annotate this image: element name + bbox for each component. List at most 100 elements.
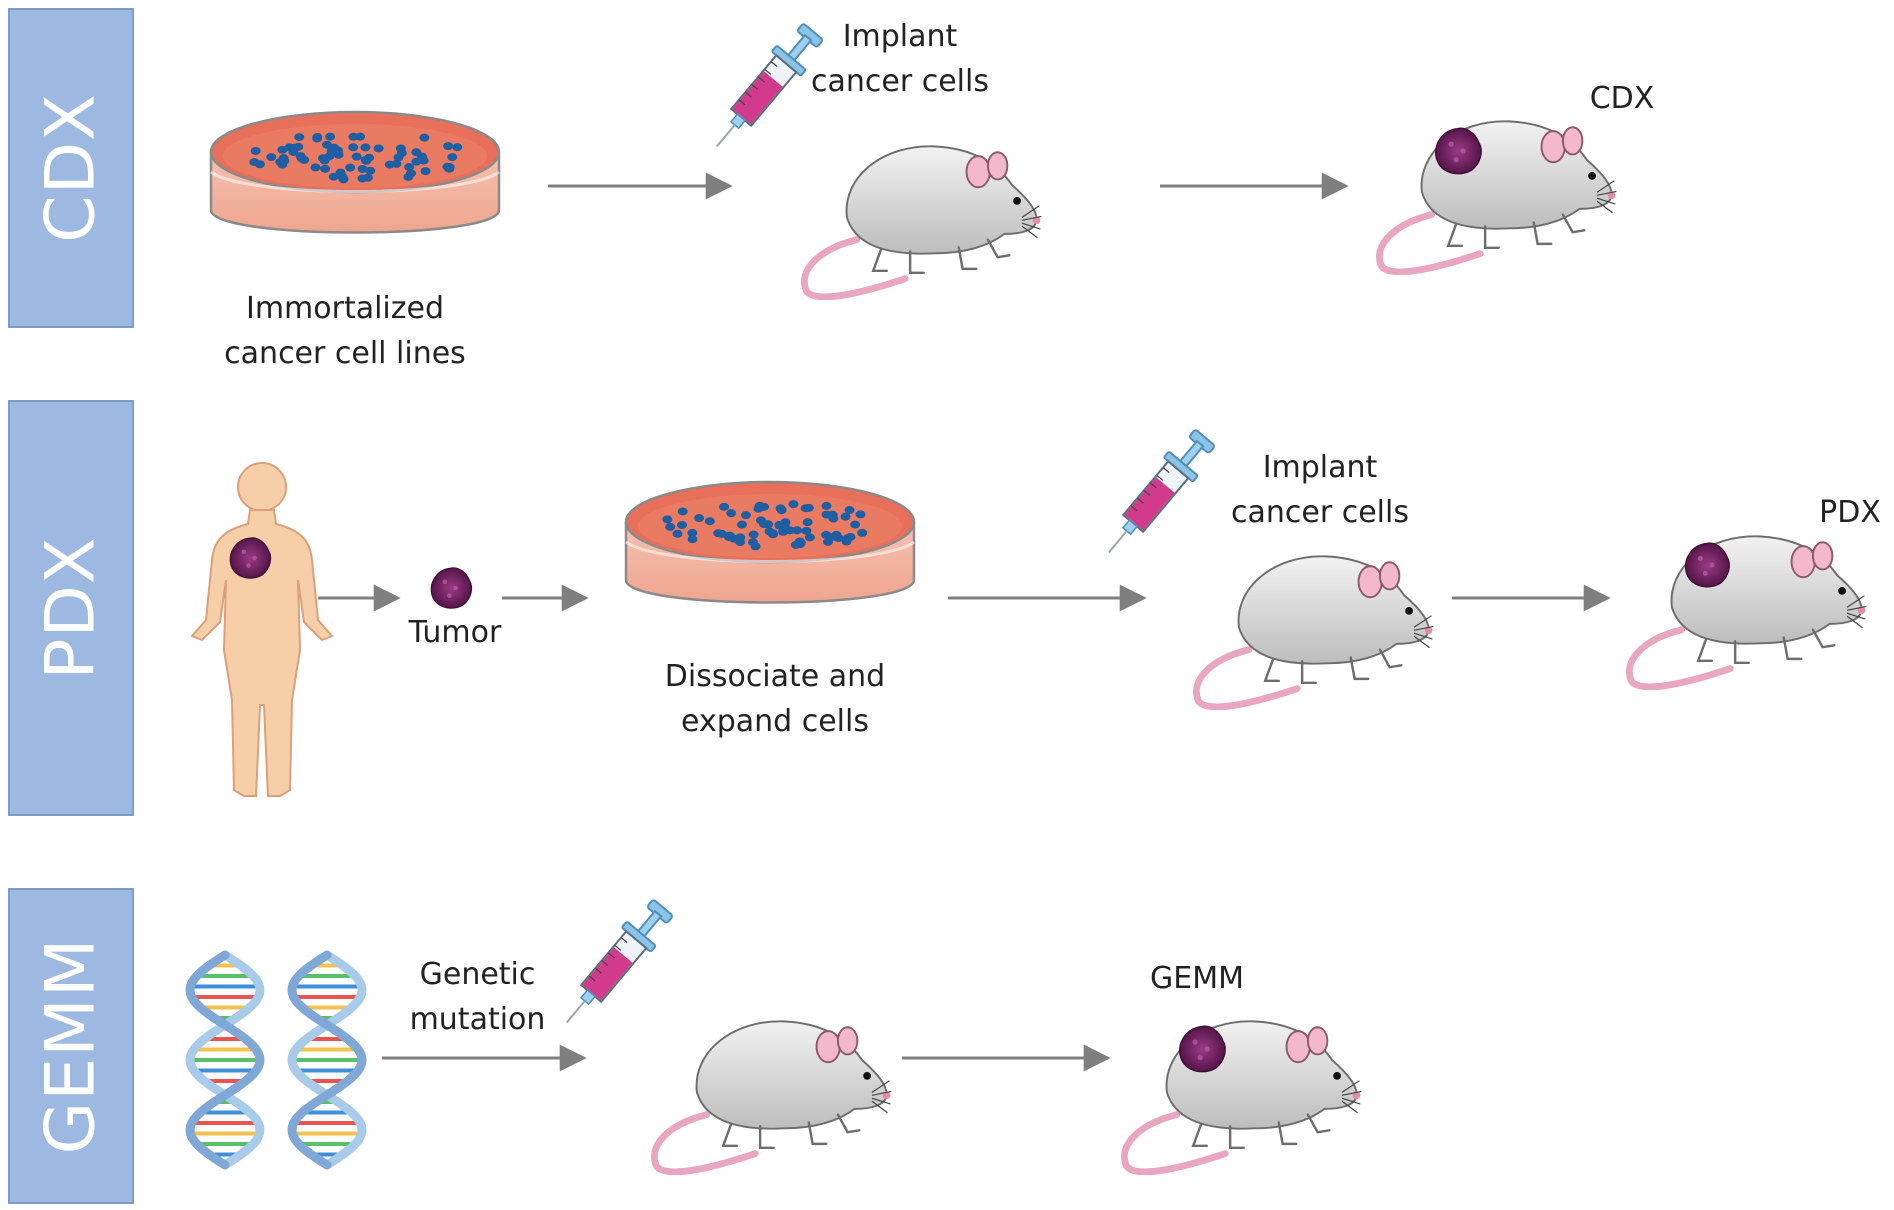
patient-body-icon xyxy=(190,462,334,797)
cell-dot xyxy=(737,520,748,529)
cdx-implant-mouse-icon xyxy=(804,146,1041,297)
cell-dot xyxy=(726,509,737,518)
cell-dot xyxy=(351,152,362,161)
pdx-implant-caption-line-2: cancer cells xyxy=(1231,495,1409,530)
cell-dot xyxy=(294,133,305,142)
cell-dot xyxy=(704,517,715,526)
cell-dot xyxy=(338,175,349,184)
cell-dot xyxy=(420,167,431,176)
cell-dot xyxy=(312,133,323,142)
row-label-pdx: PDX xyxy=(8,400,134,816)
cell-dot xyxy=(365,166,376,175)
cell-dot xyxy=(360,143,371,152)
cell-dot xyxy=(419,133,430,142)
pdx-dish-caption: Dissociate and expand cells xyxy=(640,654,910,744)
cell-dot xyxy=(748,530,759,539)
cell-dot xyxy=(788,500,799,509)
cell-dot xyxy=(296,154,307,163)
cell-dot xyxy=(821,530,832,539)
cell-dot xyxy=(821,510,832,519)
cell-dot xyxy=(850,520,861,529)
cell-dot xyxy=(778,527,789,536)
cell-dot xyxy=(740,511,751,520)
cell-dot xyxy=(822,537,833,546)
cell-dot xyxy=(406,169,417,178)
cell-dot xyxy=(249,158,260,167)
cell-dot xyxy=(322,140,333,149)
helix-strand xyxy=(287,950,367,1170)
cell-dot xyxy=(665,522,676,531)
cell-dot xyxy=(677,521,688,530)
pdx-tumor-icon xyxy=(430,567,473,609)
cell-dot xyxy=(333,150,344,159)
cdx-implant-caption: Implant cancer cells xyxy=(790,14,1010,104)
cell-dot xyxy=(404,163,415,172)
cell-dot xyxy=(687,528,698,537)
cell-dot xyxy=(284,143,295,152)
patient-tumor-icon xyxy=(229,537,272,579)
cell-dot xyxy=(662,515,673,524)
gemm-mutation-caption-line-2: mutation xyxy=(409,1002,546,1037)
cdx-dish-caption-line-1: Immortalized xyxy=(245,291,445,326)
dna-helix-icon xyxy=(185,950,367,1170)
cdx-dish-caption-line-2: cancer cell lines xyxy=(224,336,466,371)
cell-dot xyxy=(804,533,815,542)
cell-dot xyxy=(357,164,368,173)
gemm-tumor-icon xyxy=(1179,1025,1226,1073)
cell-dot xyxy=(443,142,454,151)
gemm-mutation-caption: Genetic mutation xyxy=(395,952,560,1042)
cell-dot xyxy=(840,512,851,521)
cell-dot xyxy=(768,530,779,539)
cell-dot xyxy=(754,501,765,510)
gemm-mutant-mouse-icon xyxy=(654,1021,891,1172)
cell-dot xyxy=(444,164,455,173)
gemm-result-label-text: GEMM xyxy=(1150,961,1244,996)
cell-dot xyxy=(791,526,802,535)
cell-dot xyxy=(278,154,289,163)
cell-dot xyxy=(857,528,868,537)
gemm-mutation-caption-line-1: Genetic xyxy=(419,957,536,992)
cell-dot xyxy=(800,504,811,513)
cell-dot xyxy=(801,526,812,535)
cell-dot xyxy=(348,132,359,141)
cdx-petri-dish xyxy=(209,110,501,234)
cell-dot xyxy=(724,531,735,540)
pdx-tumor-label-text: Tumor xyxy=(408,615,502,650)
helix-strand xyxy=(185,950,265,1170)
cell-dot xyxy=(677,507,688,516)
cell-dot xyxy=(775,504,786,513)
cell-dot xyxy=(821,501,832,510)
cell-dot xyxy=(763,520,774,529)
cell-dot xyxy=(319,156,330,165)
pdx-syringe-icon xyxy=(1093,424,1221,566)
cell-dot xyxy=(335,168,346,177)
helix-strand xyxy=(287,950,367,1170)
pdx-result-tumor-icon xyxy=(1684,542,1730,588)
cdx-result-label-text: CDX xyxy=(1589,81,1655,116)
pdx-dish-caption-line-1: Dissociate and xyxy=(664,659,886,694)
cell-dot xyxy=(395,144,406,153)
cell-dot xyxy=(845,532,856,541)
cell-dot xyxy=(833,533,844,542)
gemm-result-mouse-icon xyxy=(1124,1021,1361,1172)
cell-dot xyxy=(348,143,359,152)
cell-dot xyxy=(719,502,730,511)
cell-dot xyxy=(266,153,277,162)
cell-dot xyxy=(345,163,356,172)
helix-strand xyxy=(185,950,265,1170)
cell-dot xyxy=(844,506,855,515)
cell-dot xyxy=(373,144,384,153)
cell-dot xyxy=(411,157,422,166)
cell-dot xyxy=(325,132,336,141)
pdx-implant-caption: Implant cancer cells xyxy=(1210,445,1430,535)
cell-dot xyxy=(384,160,395,169)
cell-dot xyxy=(694,514,705,523)
pdx-tumor-label: Tumor xyxy=(400,610,510,655)
cdx-tumor-icon xyxy=(1435,127,1482,175)
cdx-implant-caption-line-2: cancer cells xyxy=(811,64,989,99)
cdx-result-label: CDX xyxy=(1572,76,1672,121)
pdx-result-label: PDX xyxy=(1810,490,1890,535)
cell-dot xyxy=(687,535,698,544)
